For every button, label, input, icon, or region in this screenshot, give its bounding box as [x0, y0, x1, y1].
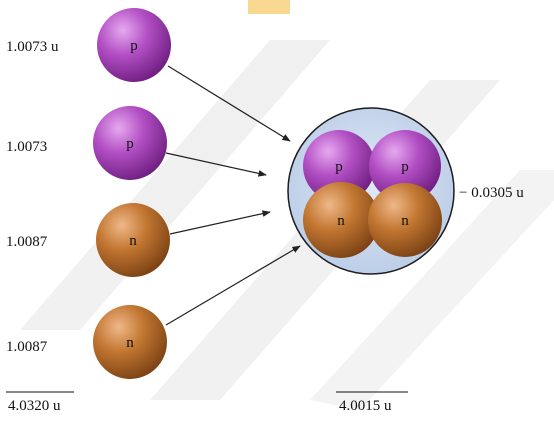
neutron-symbol-4: n: [126, 335, 134, 351]
nucleon-mass-label-1: 1.0073 u: [6, 39, 59, 55]
separate-mass-total: 4.0320 u: [8, 398, 61, 414]
nucleon-mass-label-2: 1.0073: [6, 139, 47, 155]
nucleus-neutron-4: [368, 183, 442, 257]
arrow-2: [165, 152, 267, 177]
nucleon-mass-label-4: 1.0087: [6, 339, 48, 355]
nucleus-neutron-3: [303, 182, 379, 258]
neutron-sphere-3: [96, 203, 170, 277]
nucleon-mass-label-3: 1.0087: [6, 234, 48, 250]
nucleus-neutron-symbol-4: n: [401, 213, 409, 229]
arrow-4: [165, 245, 301, 326]
nucleus-proton-2: [369, 130, 441, 202]
neutron-symbol-3: n: [129, 233, 137, 249]
helium-nucleus: p p n n: [287, 107, 455, 275]
neutron-sphere-4: [93, 305, 167, 379]
nucleus-mass-total: 4.0015 u: [339, 398, 392, 414]
proton-sphere-2: [93, 106, 167, 180]
proton-sphere-1: [97, 8, 171, 82]
free-nucleons: p 1.0073 u p 1.0073 n 1.0087 n 1.0087: [6, 8, 171, 379]
proton-symbol-1: p: [130, 38, 138, 54]
nucleus-neutron-symbol-3: n: [337, 213, 345, 229]
arrow-3: [169, 210, 271, 235]
nucleus-proton-1: [303, 130, 375, 202]
nucleus-proton-symbol-2: p: [401, 159, 409, 175]
arrow-1: [167, 65, 291, 142]
mass-defect-label: − 0.0305 u: [459, 185, 524, 201]
nucleus-proton-symbol-1: p: [335, 159, 343, 175]
arrows-group: [165, 65, 301, 326]
proton-symbol-2: p: [126, 136, 134, 152]
